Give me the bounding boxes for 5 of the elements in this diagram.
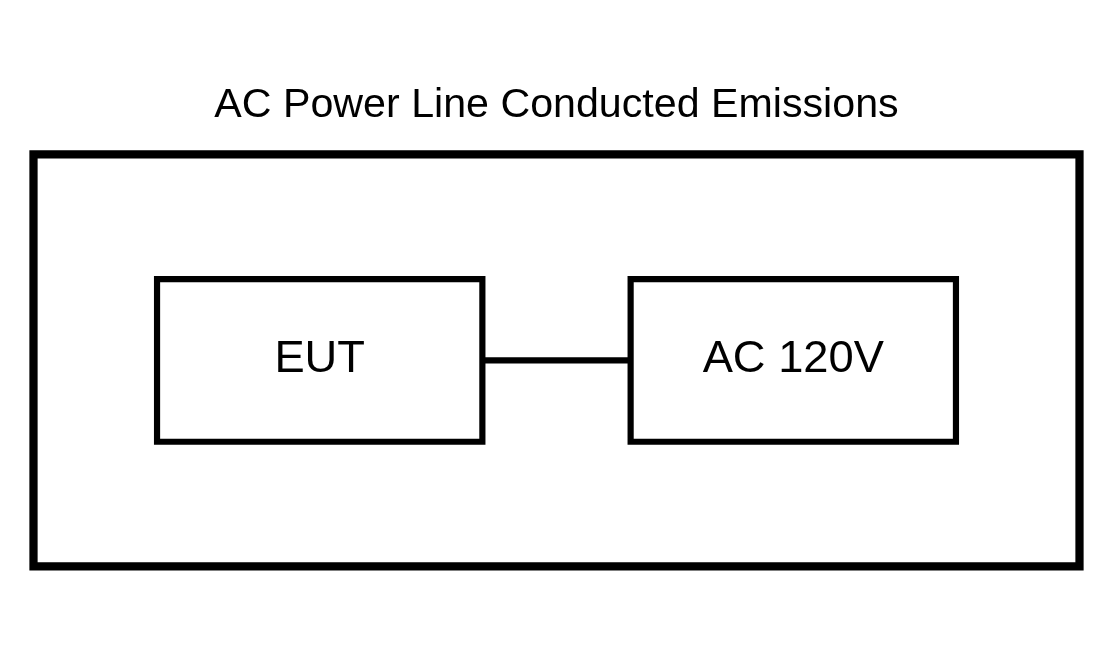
node-box: AC 120V [627,275,960,445]
connector [482,356,631,363]
node-box: EUT [153,275,486,445]
cluster [29,149,1084,570]
diagram-title: AC Power Line Conducted Emissions [214,79,899,126]
